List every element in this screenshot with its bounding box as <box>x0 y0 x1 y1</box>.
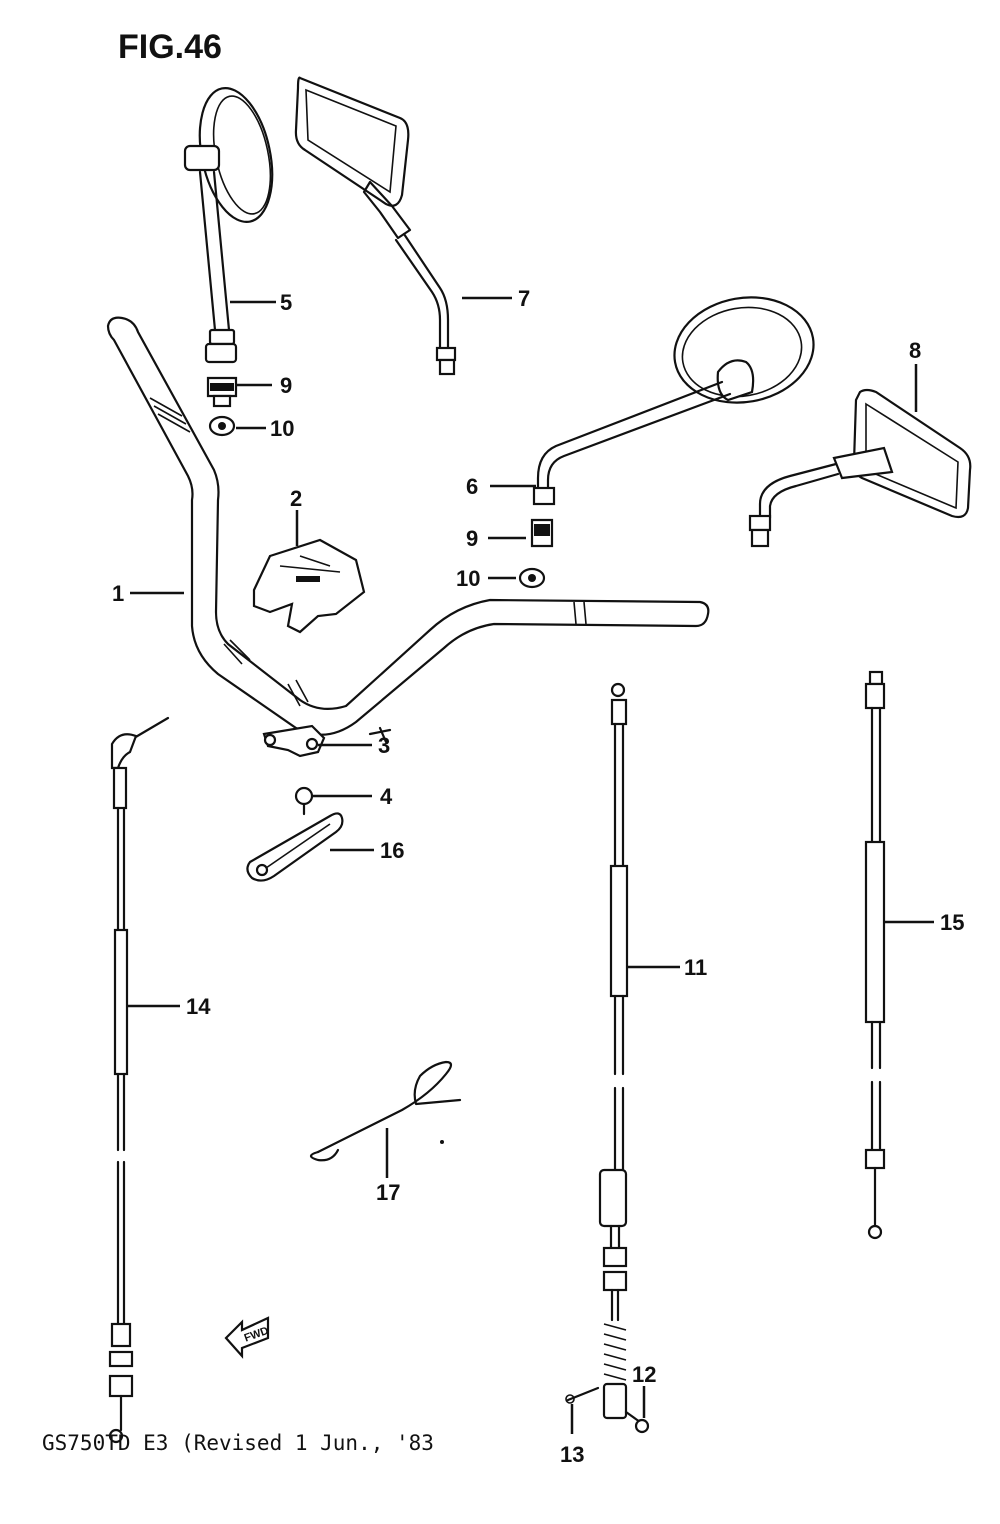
clamp <box>246 812 344 882</box>
part-label-5: 5 <box>280 290 292 315</box>
pin <box>624 1410 650 1434</box>
part-label-10-right: 10 <box>456 566 480 591</box>
part-label-13: 13 <box>560 1442 584 1467</box>
cotter-pin <box>565 1386 600 1404</box>
holder <box>262 724 392 758</box>
part-label-1: 1 <box>112 581 124 606</box>
part-label-2: 2 <box>290 486 302 511</box>
part-label-4: 4 <box>380 784 393 809</box>
part-label-8: 8 <box>909 338 921 363</box>
part-label-12: 12 <box>632 1362 656 1387</box>
wire-clamp <box>309 1060 462 1162</box>
mirror-round-left <box>183 87 274 364</box>
screw <box>294 786 314 816</box>
part-label-6: 6 <box>466 474 478 499</box>
part-label-11: 11 <box>684 955 707 980</box>
part-label-10-left: 10 <box>270 416 294 441</box>
figure-title: FIG.46 <box>118 28 222 66</box>
mirror-round-right <box>518 296 815 589</box>
part-label-17: 17 <box>376 1180 400 1205</box>
footer-model-revision: GS750TD E3 (Revised 1 Jun., '83 <box>42 1431 434 1455</box>
part-label-3: 3 <box>378 733 390 758</box>
part-label-9-right: 9 <box>466 526 478 551</box>
cable-right <box>864 670 886 1240</box>
mirror-rect-upper <box>294 76 457 376</box>
adapter-nut-left <box>206 376 238 437</box>
part-label-14: 14 <box>186 994 211 1019</box>
handlebar-holder-cover <box>252 538 366 634</box>
part-numbers: 1 2 3 4 5 6 7 8 9 9 10 10 11 12 13 14 15… <box>112 286 964 1467</box>
part-label-9-left: 9 <box>280 373 292 398</box>
throttle-cable <box>108 716 170 1444</box>
part-label-15: 15 <box>940 910 964 935</box>
part-label-7: 7 <box>518 286 530 311</box>
fwd-arrow-icon: FWD <box>224 1316 270 1359</box>
clutch-cable <box>598 682 629 1420</box>
part-label-16: 16 <box>380 838 404 863</box>
mirror-rect-right <box>748 388 972 548</box>
handlebar <box>106 316 710 736</box>
leader-lines <box>128 296 934 1434</box>
